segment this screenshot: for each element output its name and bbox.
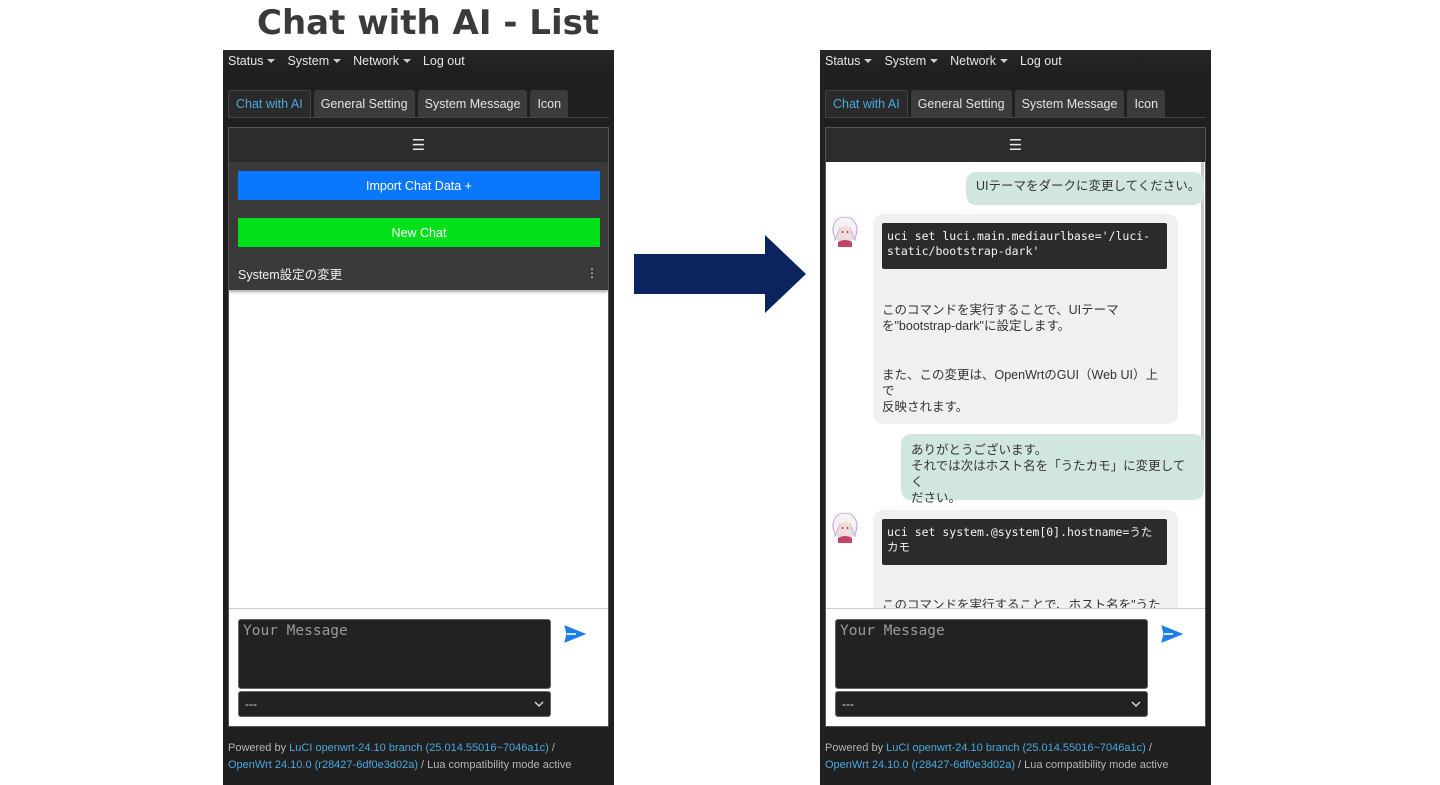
send-icon[interactable] xyxy=(564,625,586,643)
ai-text-line: このコマンドを実行することで、UIテーマ xyxy=(882,303,1119,317)
right-arrow-icon xyxy=(634,235,806,313)
menu-system-label: System xyxy=(287,54,330,68)
user-text-line: ありがとうございます。 xyxy=(911,443,1048,457)
menu-status-label: Status xyxy=(228,54,264,68)
user-message: ありがとうございます。 それでは次はホスト名を「うたカモ」に変更してく ださい。 xyxy=(901,434,1204,505)
screen-chat-list: Status System Network Log out Chat with … xyxy=(223,50,614,785)
message-input[interactable]: Your Message xyxy=(835,619,1148,689)
model-select[interactable]: --- xyxy=(835,691,1148,717)
chat-panel: ☰ Import Chat Data + New Chat System設定の変… xyxy=(228,127,609,727)
user-text-line: それでは次はホスト名を「うたカモ」に変更してく xyxy=(911,459,1186,489)
menu-system-label: System xyxy=(884,54,927,68)
footer-powered-by: Powered by xyxy=(228,742,290,754)
ai-message: uci set system.@system[0].hostname=うた カモ… xyxy=(873,510,1178,608)
top-menu: Status System Network Log out xyxy=(820,50,1211,72)
tab-chat-with-ai[interactable]: Chat with AI xyxy=(228,90,311,117)
chevron-down-icon xyxy=(1131,701,1141,707)
code-line: uci set luci.main.mediaurlbase='/luci- xyxy=(887,229,1151,243)
tab-general-setting[interactable]: General Setting xyxy=(313,90,415,117)
footer-separator: / xyxy=(1145,742,1152,754)
message-input[interactable]: Your Message xyxy=(238,619,551,689)
tab-divider xyxy=(825,117,1206,118)
menu-status[interactable]: Status xyxy=(228,54,276,68)
message-input-area: Your Message --- xyxy=(229,608,608,726)
ai-text-line: を"bootstrap-dark"に設定します。 xyxy=(882,319,1071,333)
new-chat-button[interactable]: New Chat xyxy=(238,218,600,247)
send-icon[interactable] xyxy=(1161,625,1183,643)
footer: Powered by LuCI openwrt-24.10 branch (25… xyxy=(825,740,1206,774)
code-block[interactable]: uci set luci.main.mediaurlbase='/luci- s… xyxy=(882,223,1167,269)
caret-down-icon xyxy=(864,59,873,63)
tab-bar: Chat with AI General Setting System Mess… xyxy=(825,90,1168,117)
kebab-menu-icon[interactable]: ⋮ xyxy=(586,266,598,280)
user-message-text: UIテーマをダークに変更してください。 xyxy=(976,179,1201,193)
menu-logout[interactable]: Log out xyxy=(1019,54,1062,68)
tab-chat-with-ai[interactable]: Chat with AI xyxy=(825,90,908,117)
ai-message: uci set luci.main.mediaurlbase='/luci- s… xyxy=(873,214,1178,424)
chat-list-item[interactable]: System設定の変更 ⋮ xyxy=(238,264,600,282)
footer-powered-by: Powered by xyxy=(825,742,887,754)
user-message: UIテーマをダークに変更してください。 xyxy=(966,172,1204,205)
menu-network[interactable]: Network xyxy=(353,54,411,68)
hamburger-icon[interactable]: ☰ xyxy=(229,128,608,163)
code-line: static/bootstrap-dark' xyxy=(887,244,1040,258)
tab-icon[interactable]: Icon xyxy=(1127,90,1166,117)
chat-list-item-title: System設定の変更 xyxy=(238,267,343,282)
ai-message-text: このコマンドを実行することで、ホスト名を"うた xyxy=(882,598,1161,608)
footer-compat: / Lua compatibility mode active xyxy=(417,759,572,771)
slide-title: Chat with AI - List xyxy=(257,3,600,43)
tab-bar: Chat with AI General Setting System Mess… xyxy=(228,90,571,117)
menu-system[interactable]: System xyxy=(884,54,939,68)
chevron-down-icon xyxy=(534,701,544,707)
menu-status[interactable]: Status xyxy=(825,54,873,68)
model-select-value: --- xyxy=(842,697,854,711)
code-line: uci set system.@system[0].hostname=うた xyxy=(887,525,1153,539)
tab-system-message[interactable]: System Message xyxy=(1014,90,1125,117)
footer-luci-link[interactable]: LuCI openwrt-24.10 branch (25.014.55016~… xyxy=(289,742,549,754)
footer: Powered by LuCI openwrt-24.10 branch (25… xyxy=(228,740,609,774)
menu-system[interactable]: System xyxy=(287,54,342,68)
ai-avatar-icon xyxy=(832,512,858,543)
menu-status-label: Status xyxy=(825,54,861,68)
caret-down-icon xyxy=(930,59,939,63)
ai-text-line: また、この変更は、OpenWrtのGUI（Web UI）上で xyxy=(882,368,1158,398)
conversation-view[interactable]: UIテーマをダークに変更してください。 uci set luci.main.me… xyxy=(826,162,1205,608)
top-menu: Status System Network Log out xyxy=(223,50,614,72)
menu-logout[interactable]: Log out xyxy=(422,54,465,68)
caret-down-icon xyxy=(999,59,1008,63)
screen-chat-conversation: Status System Network Log out Chat with … xyxy=(820,50,1211,785)
code-block[interactable]: uci set system.@system[0].hostname=うた カモ xyxy=(882,519,1167,565)
model-select[interactable]: --- xyxy=(238,691,551,717)
tab-icon[interactable]: Icon xyxy=(530,90,569,117)
user-text-line: ださい。 xyxy=(911,491,962,505)
import-chat-data-button[interactable]: Import Chat Data + xyxy=(238,171,600,200)
ai-avatar-icon xyxy=(832,216,858,247)
tab-system-message[interactable]: System Message xyxy=(417,90,528,117)
footer-openwrt-link[interactable]: OpenWrt 24.10.0 (r28427-6df0e3d02a) xyxy=(825,759,1015,771)
code-line: カモ xyxy=(887,540,910,554)
model-select-value: --- xyxy=(245,697,257,711)
tab-general-setting[interactable]: General Setting xyxy=(910,90,1012,117)
footer-compat: / Lua compatibility mode active xyxy=(1014,759,1169,771)
caret-down-icon xyxy=(333,59,342,63)
caret-down-icon xyxy=(402,59,411,63)
message-input-area: Your Message --- xyxy=(826,608,1205,726)
footer-openwrt-link[interactable]: OpenWrt 24.10.0 (r28427-6df0e3d02a) xyxy=(228,759,418,771)
scrollbar[interactable] xyxy=(1201,162,1204,482)
menu-network[interactable]: Network xyxy=(950,54,1008,68)
menu-network-label: Network xyxy=(950,54,996,68)
caret-down-icon xyxy=(267,59,276,63)
footer-separator: / xyxy=(548,742,555,754)
ai-message-text: このコマンドを実行することで、UIテーマ を"bootstrap-dark"に設… xyxy=(882,302,1162,334)
menu-network-label: Network xyxy=(353,54,399,68)
tab-divider xyxy=(228,117,609,118)
ai-message-text: また、この変更は、OpenWrtのGUI（Web UI）上で 反映されます。 xyxy=(882,367,1162,415)
hamburger-icon[interactable]: ☰ xyxy=(826,128,1205,163)
ai-text-line: 反映されます。 xyxy=(882,400,969,414)
footer-luci-link[interactable]: LuCI openwrt-24.10 branch (25.014.55016~… xyxy=(886,742,1146,754)
chat-panel: ☰ UIテーマをダークに変更してください。 uci set luci.main.… xyxy=(825,127,1206,727)
chat-list-menu: Import Chat Data + New Chat System設定の変更 … xyxy=(229,162,608,290)
